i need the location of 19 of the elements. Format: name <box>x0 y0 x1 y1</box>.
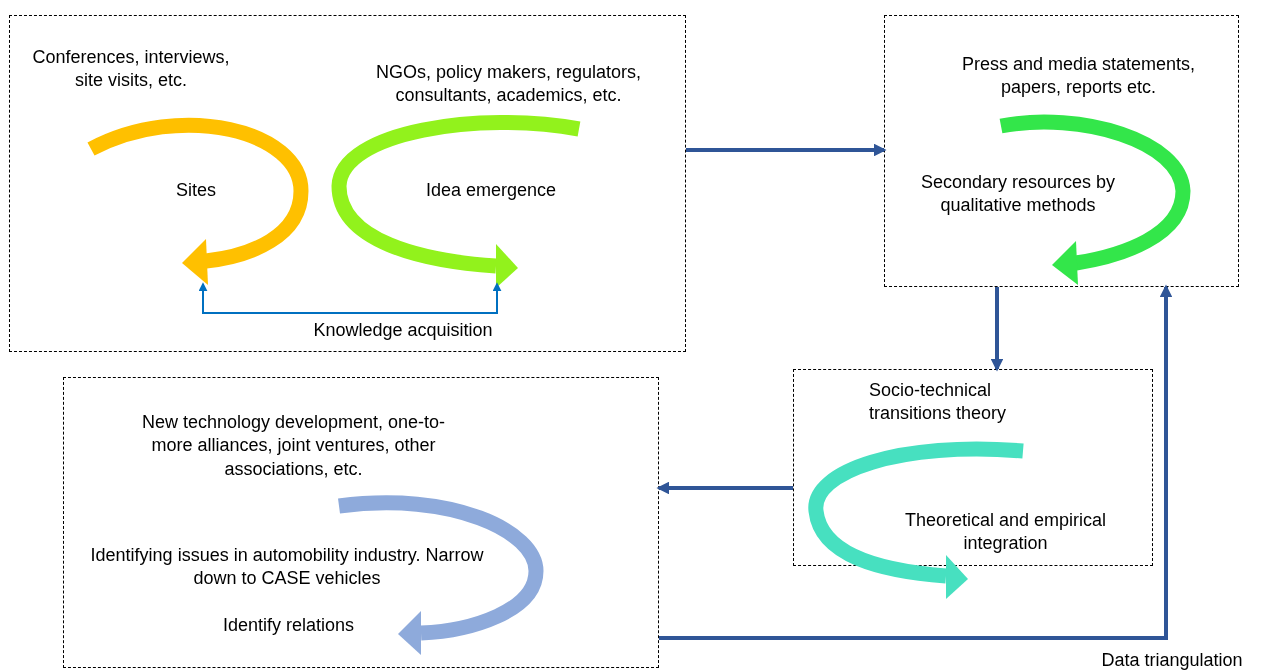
node-text: NGOs, policy makers, regulators, consultants, academics, etc. <box>374 61 643 108</box>
node-text: Identifying issues in automobility industry. Narrow down to CASE vehicles <box>89 544 485 591</box>
node-text: Theoretical and empirical integration <box>903 509 1108 556</box>
arrow <box>656 481 793 495</box>
node-text: Press and media statements, papers, reports etc. <box>960 53 1197 100</box>
arrow <box>198 282 502 314</box>
node-text: Socio-technical transitions theory <box>869 379 1008 426</box>
node-text: Sites <box>175 179 217 202</box>
node-text: Conferences, interviews, site visits, etc. <box>31 46 231 93</box>
arrow <box>990 287 1004 372</box>
node-text: Idea emergence <box>424 179 558 202</box>
node-text: New technology development, one-to-more alliances, joint ventures, other associations, etc. <box>140 411 447 481</box>
dashed-box <box>884 15 1239 287</box>
node-text: Identify relations <box>221 614 356 637</box>
node-text: Secondary resources by qualitative methods <box>919 171 1117 218</box>
dashed-box <box>9 15 686 352</box>
dashed-box <box>63 377 659 668</box>
arrow <box>686 143 887 157</box>
arrow <box>659 284 1173 640</box>
